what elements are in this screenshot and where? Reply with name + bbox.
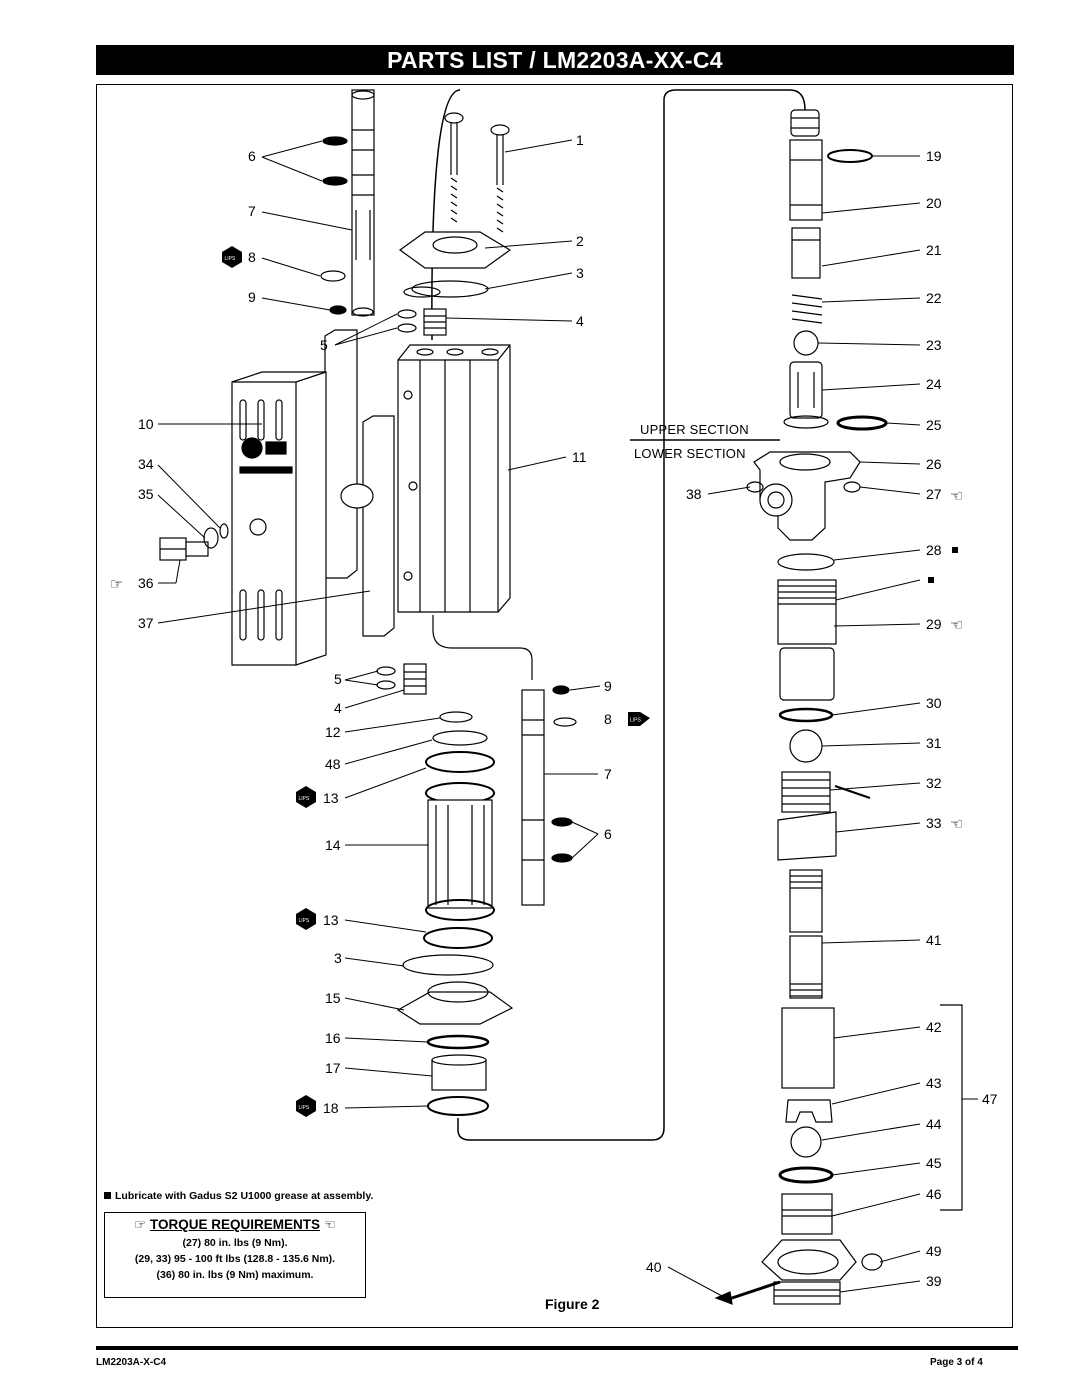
callout-8: 8	[248, 249, 256, 265]
diagram-frame	[96, 84, 1013, 1328]
callout-45: 45	[926, 1155, 942, 1171]
callout-24: 24	[926, 376, 942, 392]
callout-12: 12	[325, 724, 341, 740]
svg-text:LIPS: LIPS	[225, 256, 237, 262]
lubrication-note: Lubricate with Gadus S2 U1000 grease at …	[104, 1190, 373, 1202]
callout-44: 44	[926, 1116, 942, 1132]
torque-line-2: (29, 33) 95 - 100 ft lbs (128.8 - 135.6 …	[134, 1253, 336, 1265]
svg-text:LIPS: LIPS	[299, 918, 311, 924]
callout-23: 23	[926, 337, 942, 353]
lips-icon: LIPS	[296, 908, 316, 930]
callout-6: 6	[604, 826, 612, 842]
lower-section-label: LOWER SECTION	[634, 446, 746, 461]
torque-requirements-box: ☞ TORQUE REQUIREMENTS ☜ (27) 80 in. lbs …	[104, 1212, 366, 1298]
callout-6: 6	[248, 148, 256, 164]
footer-page-number: Page 3 of 4	[930, 1357, 983, 1368]
pointing-hand-icon: ☜	[323, 1217, 336, 1233]
grease-marker-icon	[928, 577, 934, 583]
grease-marker-icon	[104, 1192, 111, 1199]
callout-48: 48	[325, 756, 341, 772]
footer-model: LM2203A-X-C4	[96, 1357, 167, 1368]
lips-icon: LIPS	[222, 246, 242, 268]
grease-marker-icon	[952, 547, 958, 553]
footer-rule	[96, 1346, 1018, 1350]
callout-9: 9	[604, 678, 612, 694]
callout-21: 21	[926, 242, 942, 258]
callout-31: 31	[926, 735, 942, 751]
callout-9: 9	[248, 289, 256, 305]
lips-icon: LIPS	[296, 1095, 316, 1117]
callout-43: 43	[926, 1075, 942, 1091]
callout-28: 28	[926, 542, 942, 558]
callout-26: 26	[926, 456, 942, 472]
callout-19: 19	[926, 148, 942, 164]
lubrication-note-text: Lubricate with Gadus S2 U1000 grease at …	[115, 1190, 374, 1202]
callout-4: 4	[334, 700, 342, 716]
callout-32: 32	[926, 775, 942, 791]
callout-18: 18	[323, 1100, 339, 1116]
lips-icon: LIPS	[628, 712, 650, 726]
callout-46: 46	[926, 1186, 942, 1202]
callout-41: 41	[926, 932, 942, 948]
callout-7: 7	[604, 766, 612, 782]
lips-icon: LIPS	[296, 786, 316, 808]
callout-20: 20	[926, 195, 942, 211]
callout-30: 30	[926, 695, 942, 711]
callout-11: 11	[572, 449, 587, 465]
callout-5: 5	[320, 337, 328, 353]
callout-38: 38	[686, 486, 702, 502]
callout-36: 36	[138, 575, 154, 591]
callout-22: 22	[926, 290, 942, 306]
callout-17: 17	[325, 1060, 341, 1076]
torque-title: TORQUE REQUIREMENTS	[149, 1217, 320, 1232]
pointing-hand-icon: ☜	[950, 487, 963, 505]
callout-27: 27	[926, 486, 942, 502]
callout-39: 39	[926, 1273, 942, 1289]
callout-40: 40	[646, 1259, 662, 1275]
callout-29: 29	[926, 616, 942, 632]
pointing-hand-icon: ☜	[950, 616, 963, 634]
callout-3: 3	[576, 265, 584, 281]
callout-13: 13	[323, 912, 339, 928]
callout-1: 1	[576, 132, 584, 148]
callout-8: 8	[604, 711, 612, 727]
callout-33: 33	[926, 815, 942, 831]
pointing-hand-icon: ☞	[134, 1217, 147, 1233]
torque-line-3: (36) 80 in. lbs (9 Nm) maximum.	[156, 1269, 314, 1281]
callout-13: 13	[323, 790, 339, 806]
pointing-hand-icon: ☞	[110, 575, 123, 593]
callout-5: 5	[334, 671, 342, 687]
callout-3: 3	[334, 950, 342, 966]
svg-text:LIPS: LIPS	[630, 718, 642, 724]
callout-49: 49	[926, 1243, 942, 1259]
torque-line-1: (27) 80 in. lbs (9 Nm).	[182, 1237, 288, 1249]
callout-4: 4	[576, 313, 584, 329]
svg-text:LIPS: LIPS	[299, 796, 311, 802]
callout-15: 15	[325, 990, 341, 1006]
torque-heading: ☞ TORQUE REQUIREMENTS ☜	[105, 1217, 365, 1233]
upper-section-label: UPPER SECTION	[640, 422, 749, 437]
callout-37: 37	[138, 615, 154, 631]
callout-47: 47	[982, 1091, 998, 1107]
callout-35: 35	[138, 486, 154, 502]
figure-caption: Figure 2	[545, 1296, 600, 1312]
callout-42: 42	[926, 1019, 942, 1035]
callout-16: 16	[325, 1030, 341, 1046]
pointing-hand-icon: ☜	[950, 815, 963, 833]
callout-25: 25	[926, 417, 942, 433]
callout-14: 14	[325, 837, 341, 853]
page-title: PARTS LIST / LM2203A-XX-C4	[96, 45, 1014, 75]
callout-34: 34	[138, 456, 154, 472]
callout-7: 7	[248, 203, 256, 219]
callout-10: 10	[138, 416, 154, 432]
svg-text:LIPS: LIPS	[299, 1105, 311, 1111]
callout-2: 2	[576, 233, 584, 249]
